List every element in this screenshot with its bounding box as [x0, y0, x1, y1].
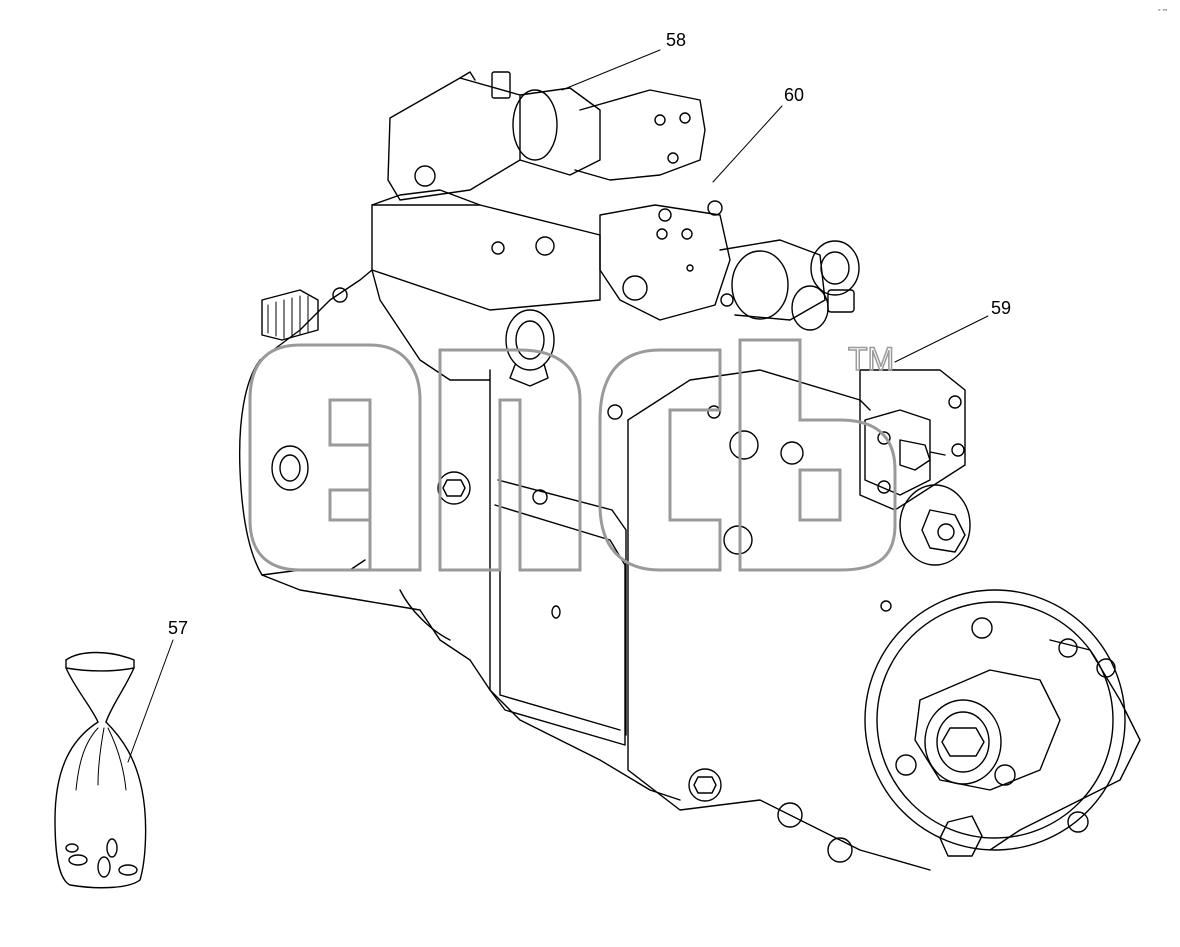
watermark-trademark: TM: [848, 341, 894, 377]
grease-bag-57: [54, 651, 147, 889]
leader-58: [561, 49, 661, 91]
regulator-valve-58: [387, 71, 723, 216]
callout-58: 58: [666, 30, 686, 50]
watermark-logo: TM: [248, 338, 897, 572]
leader-57: [127, 639, 174, 763]
leader-60: [712, 105, 783, 183]
hex-nut: [899, 484, 971, 566]
callout-59: 59: [991, 298, 1011, 318]
pump-body: [238, 165, 931, 871]
pressure-sensor-59: [859, 369, 966, 511]
callout-60: 60: [784, 85, 804, 105]
lifting-eye-right: [810, 240, 860, 296]
callout-leaders: [127, 49, 989, 763]
lifting-eye-left: [505, 309, 555, 387]
solenoid-valve-60: [599, 204, 855, 331]
callout-57: 57: [168, 618, 188, 638]
gear-pump-front: [864, 589, 1141, 857]
corner-mark: ◦ ◦◦: [1158, 7, 1167, 14]
leader-59: [894, 315, 989, 363]
